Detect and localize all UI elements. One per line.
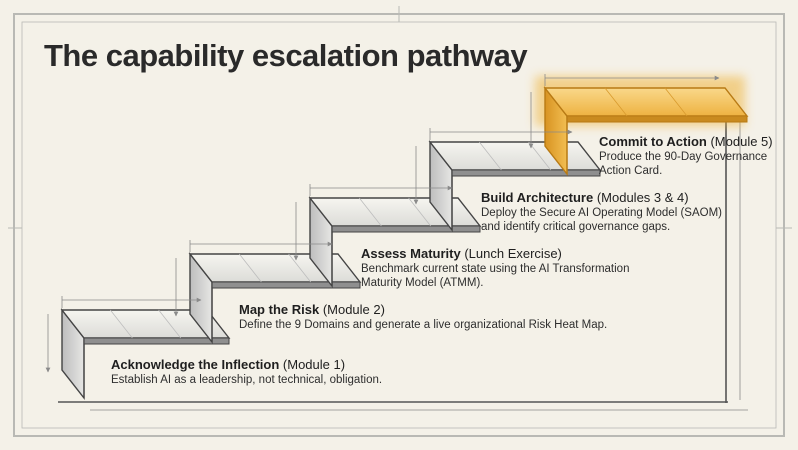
step-block-1: [60, 307, 231, 401]
step-name: Assess Maturity: [361, 246, 461, 261]
step-label-assess-maturity: Assess Maturity (Lunch Exercise) Benchma…: [361, 246, 629, 290]
step-desc-line: and identify critical governance gaps.: [481, 221, 671, 233]
step-desc-line: Produce the 90-Day Governance: [599, 151, 768, 163]
steps-layer: [60, 76, 749, 401]
step-module: (Module 5): [710, 134, 773, 149]
page-title: The capability escalation pathway: [44, 38, 528, 73]
step-name: Acknowledge the Inflection: [111, 357, 280, 372]
step-desc-line: Deploy the Secure AI Operating Model (SA…: [481, 207, 722, 219]
step-desc-line: Benchmark current state using the AI Tra…: [361, 263, 630, 275]
step-desc-line: Define the 9 Domains and generate a live…: [239, 319, 608, 331]
step-name: Commit to Action: [599, 134, 707, 149]
step-module: (Module 2): [322, 302, 385, 317]
step-label-acknowledge-the-inflection: Acknowledge the Inflection (Module 1) Es…: [111, 357, 382, 387]
step-desc-line: Action Card.: [599, 165, 663, 177]
blueprint-frame: [8, 6, 792, 437]
step-desc-line: Establish AI as a leadership, not techni…: [111, 374, 383, 386]
step-label-build-architecture: Build Architecture (Modules 3 & 4) Deplo…: [481, 190, 722, 234]
step-name: Map the Risk: [239, 302, 320, 317]
step-label-map-the-risk: Map the Risk (Module 2) Define the 9 Dom…: [239, 302, 607, 332]
step-desc-line: Maturity Model (ATMM).: [361, 277, 484, 289]
dimension-lines: [45, 74, 720, 373]
step-module: (Module 1): [282, 357, 346, 372]
step-label-commit-to-action: Commit to Action (Module 5) Produce the …: [599, 134, 773, 178]
step-name: Build Architecture: [481, 190, 594, 205]
ground-lines: [58, 110, 748, 411]
step-module: (Lunch Exercise): [464, 246, 562, 261]
step-module: (Modules 3 & 4): [596, 190, 689, 205]
step-block-5: [535, 76, 749, 177]
